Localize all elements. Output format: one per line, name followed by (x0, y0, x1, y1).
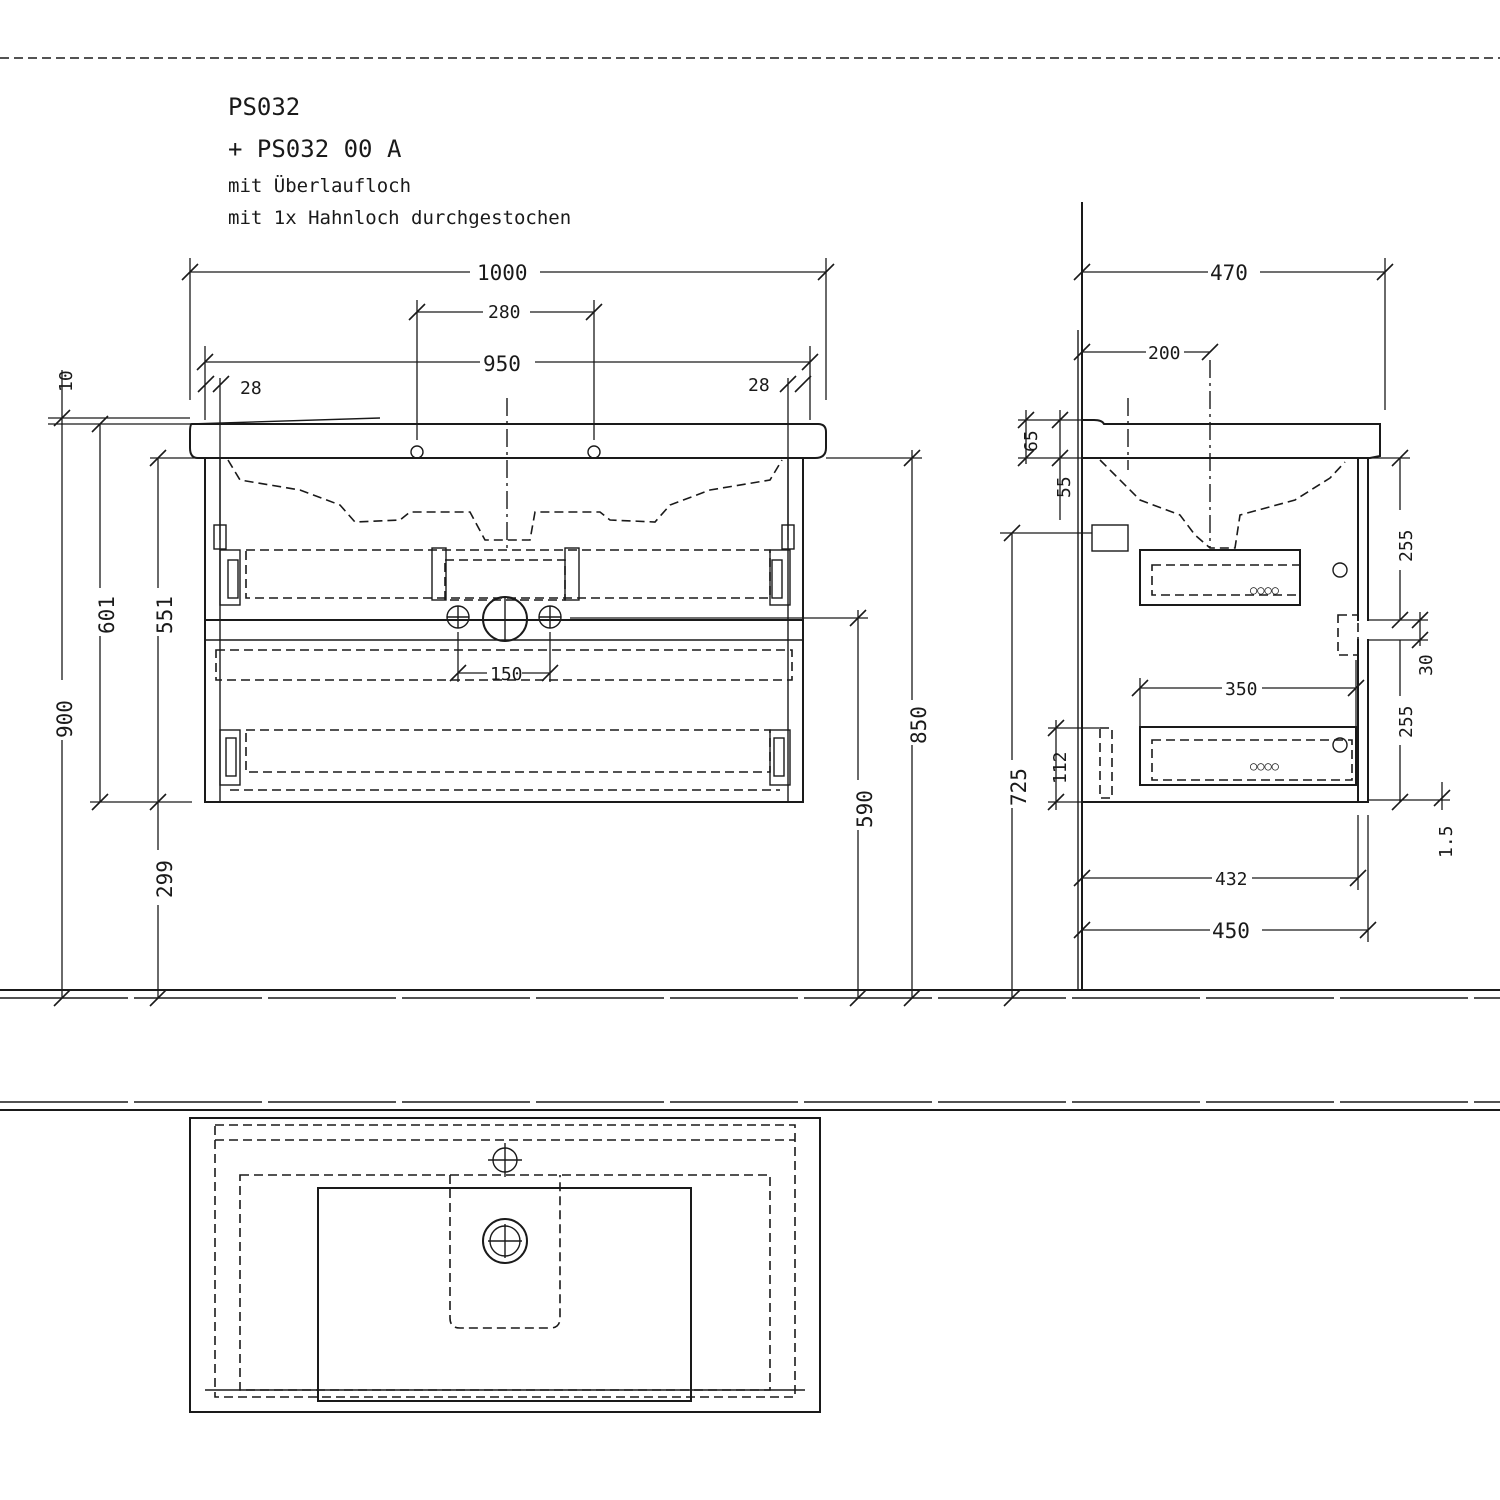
dim-30: 30 (1416, 654, 1437, 676)
tap-hole-right (587, 445, 601, 459)
knob-lower (1332, 737, 1348, 753)
plan-wall-line (0, 1101, 1500, 1111)
svg-text:○○○○: ○○○○ (1250, 759, 1279, 773)
taphole-note: mit 1x Hahnloch durchgestochen (228, 207, 571, 229)
dim-255-bottom: 255 (1396, 705, 1417, 738)
lower-drawer-front-hidden (215, 649, 793, 681)
overflow-note: mit Überlaufloch (228, 174, 411, 197)
dim-tap-spacing: 280 (488, 302, 521, 323)
drawing-header: PS032 + PS032 00 A mit Überlaufloch mit … (228, 93, 571, 229)
dim-top-10: 10 (56, 370, 77, 392)
dim-height-850: 850 (907, 706, 931, 744)
basin-rim-line (189, 417, 381, 425)
dim-65: 65 (1021, 430, 1042, 452)
dim-left-offset: 28 (240, 378, 262, 399)
plan-drain-outer (482, 1218, 528, 1264)
cutout-bracket-left (431, 547, 447, 601)
svg-text:○○○○: ○○○○ (1250, 583, 1279, 597)
dim-height-590: 590 (853, 790, 877, 828)
dim-height-601: 601 (95, 596, 119, 634)
plan-basin-outline (189, 1117, 821, 1413)
wall-bracket (1091, 524, 1129, 552)
dim-drain-spacing: 150 (490, 664, 523, 685)
side-lower-drawer (1139, 726, 1357, 786)
dim-450: 450 (1212, 919, 1250, 943)
dim-1-5: 1.5 (1436, 825, 1457, 858)
plan-siphon-cutout (449, 1175, 561, 1329)
dim-total-width: 1000 (477, 261, 528, 285)
siphon-cutout (444, 559, 566, 601)
dim-350: 350 (1225, 679, 1258, 700)
knob-upper (1332, 562, 1348, 578)
dim-200: 200 (1148, 343, 1181, 364)
dim-725: 725 (1007, 768, 1031, 806)
dim-height-551: 551 (153, 596, 177, 634)
cabinet-body (204, 457, 804, 803)
side-hidden-bowl (1099, 459, 1346, 549)
dim-right-offset: 28 (748, 375, 770, 396)
upper-drawer-box (245, 549, 771, 599)
plan-view (189, 1117, 821, 1413)
front-dimensions: 1000 280 950 28 28 150 (48, 258, 931, 1007)
dim-55: 55 (1054, 476, 1075, 498)
dim-112: 112 (1050, 751, 1071, 784)
addon-number: + PS032 00 A (228, 135, 402, 163)
hidden-basin-bowl (227, 459, 783, 541)
plan-cabinet-hidden (214, 1124, 796, 1398)
side-view: ○○○○ ○○○○ (1077, 202, 1381, 991)
floor-line (0, 989, 1500, 999)
basin-slab (189, 423, 827, 459)
dim-255-top: 255 (1396, 529, 1417, 562)
dim-height-900: 900 (53, 700, 77, 738)
plan-bowl (317, 1187, 692, 1402)
side-siphon-hidden (1337, 614, 1359, 656)
tap-hole-left (410, 445, 424, 459)
front-view (189, 398, 827, 803)
model-number: PS032 (228, 93, 300, 121)
cutout-bracket-right (564, 547, 580, 601)
dim-height-299: 299 (153, 860, 177, 898)
front-hinges (213, 524, 795, 786)
dim-inner-width: 950 (483, 352, 521, 376)
dim-432: 432 (1215, 869, 1248, 890)
lower-drawer-box (245, 729, 771, 773)
side-basin-slab (1081, 419, 1381, 459)
dim-depth-470: 470 (1210, 261, 1248, 285)
side-dimensions: 470 200 65 55 725 112 (1000, 258, 1457, 1007)
